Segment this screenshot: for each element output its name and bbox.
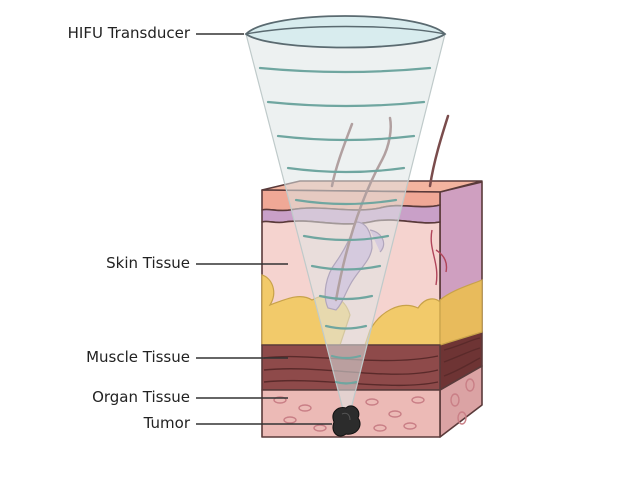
label-transducer-text: HIFU Transducer	[68, 24, 191, 42]
tumor-highlight	[341, 412, 351, 421]
label-skin-text: Skin Tissue	[106, 254, 190, 272]
label-organ-text: Organ Tissue	[92, 388, 190, 406]
organ-cells	[273, 378, 475, 432]
fat-side	[439, 279, 483, 346]
label-tumor: Tumor	[143, 414, 332, 432]
label-organ: Organ Tissue	[92, 388, 288, 406]
label-tumor-text: Tumor	[143, 414, 191, 432]
label-skin: Skin Tissue	[106, 254, 288, 272]
hair-icon	[428, 114, 450, 188]
hifu-transducer	[244, 15, 447, 49]
label-muscle-text: Muscle Tissue	[86, 348, 190, 366]
label-muscle: Muscle Tissue	[86, 348, 288, 366]
tumor	[332, 405, 361, 437]
label-transducer: HIFU Transducer	[68, 24, 244, 42]
blood-vessel	[430, 229, 448, 286]
ultrasound-waves	[258, 66, 432, 385]
